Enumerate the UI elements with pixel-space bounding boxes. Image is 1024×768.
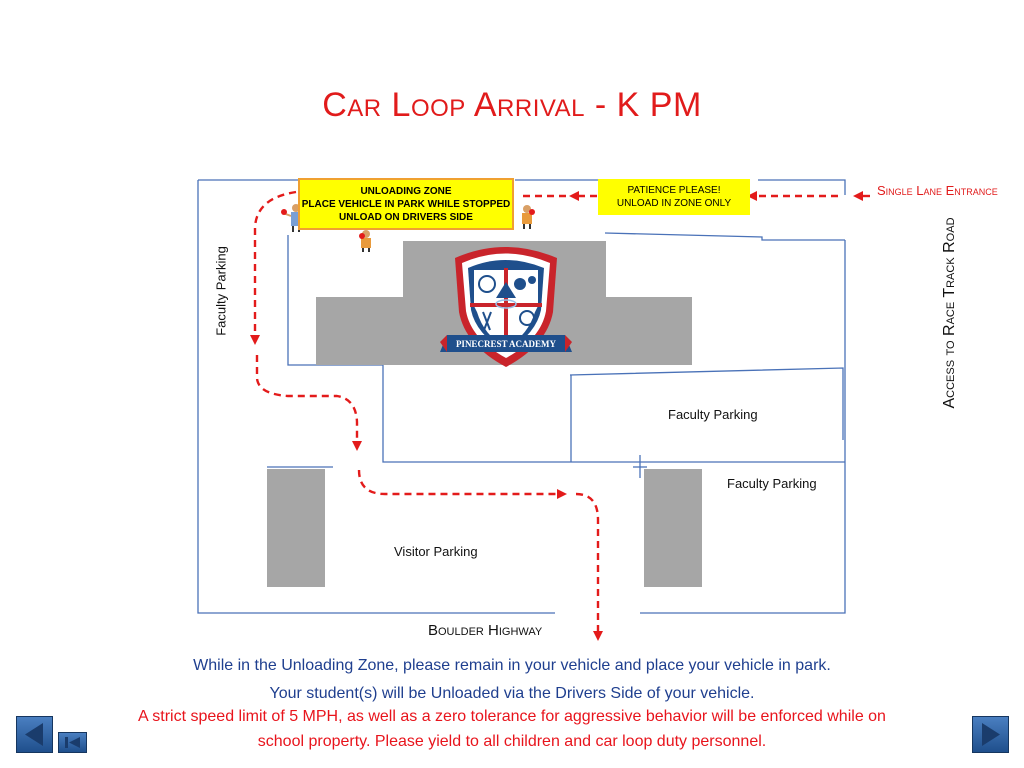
message-line-3: A strict speed limit of 5 MPH, as well a… — [138, 708, 886, 725]
message-line-1: While in the Unloading Zone, please rema… — [193, 657, 831, 674]
unloading-zone-sign: UNLOADING ZONE PLACE VEHICLE IN PARK WHI… — [298, 178, 514, 230]
patience-line1: PATIENCE PLEASE! — [627, 185, 721, 196]
route-loop-down — [250, 190, 297, 345]
previous-slide-button[interactable] — [16, 716, 53, 753]
car-route — [250, 190, 838, 641]
building-left — [267, 469, 325, 587]
unloading-zone-line2: PLACE VEHICLE IN PARK WHILE STOPPED — [301, 199, 511, 210]
patience-line2: UNLOAD IN ZONE ONLY — [616, 198, 732, 209]
page-title: Car Loop Arrival - K PM — [322, 86, 702, 124]
message-line-2: Your student(s) will be Unloaded via the… — [269, 685, 755, 702]
route-loop-curve — [255, 355, 362, 451]
patience-sign: PATIENCE PLEASE! UNLOAD IN ZONE ONLY — [598, 179, 750, 215]
crest-logo-text: PINECREST ACADEMY — [456, 339, 557, 349]
message-line-4: school property. Please yield to all chi… — [257, 733, 767, 750]
boulder-highway-label: Boulder Highway — [428, 622, 543, 639]
route-exit — [575, 492, 603, 641]
duty-person-figure-2 — [522, 205, 535, 229]
access-road-label: Access to Race Track Road — [941, 217, 958, 409]
first-slide-icon — [65, 737, 80, 748]
faculty-parking-center-label: Faculty Parking — [668, 407, 758, 422]
single-lane-entrance-label: Single Lane Entrance — [877, 183, 998, 198]
previous-arrow-icon — [25, 723, 43, 746]
unloading-zone-line1: UNLOADING ZONE — [360, 186, 452, 197]
school-crest-logo — [440, 247, 572, 367]
faculty-parking-right-label: Faculty Parking — [727, 476, 817, 491]
next-slide-button[interactable] — [972, 716, 1009, 753]
route-visitor-turn — [357, 469, 567, 499]
duty-person-figure-3 — [359, 230, 371, 252]
unloading-zone-line3: UNLOAD ON DRIVERS SIDE — [339, 212, 473, 223]
first-slide-button[interactable] — [58, 732, 87, 753]
visitor-parking-label: Visitor Parking — [394, 544, 478, 559]
building-right — [644, 469, 702, 587]
next-arrow-icon — [982, 723, 1000, 746]
faculty-parking-left-label: Faculty Parking — [213, 246, 229, 336]
